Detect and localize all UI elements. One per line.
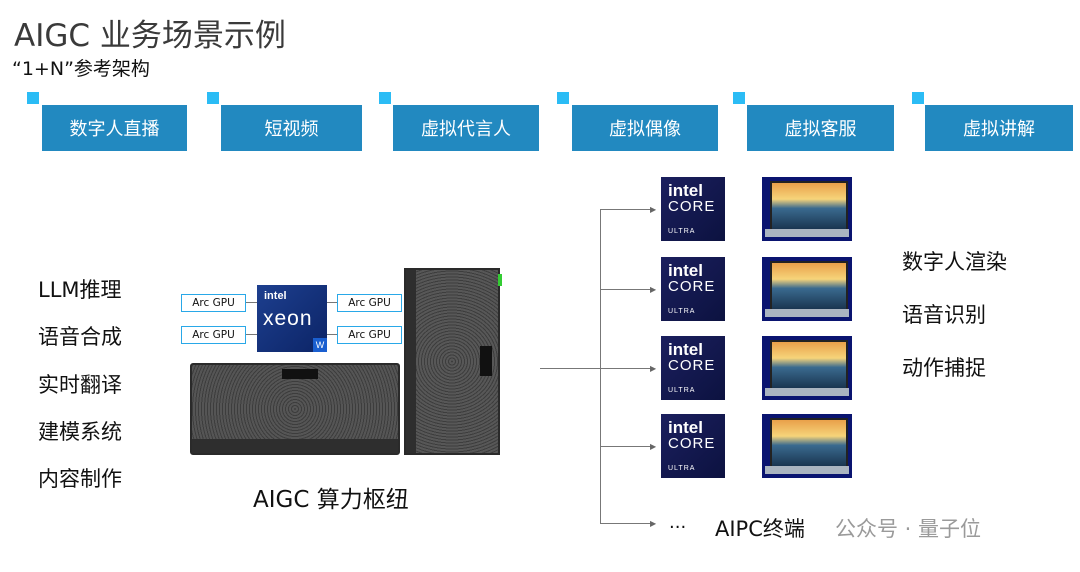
client-label: AIPC终端 — [715, 517, 805, 541]
page-title: AIGC 业务场景示例 — [14, 18, 286, 54]
connector — [327, 302, 337, 303]
hub-function: 实时翻译 — [38, 373, 122, 397]
connector — [246, 334, 257, 335]
arrowhead-icon: ▶ — [650, 205, 657, 214]
chip-brand: intel — [668, 418, 703, 437]
chip-tier: ULTRA — [668, 465, 696, 472]
hub-function: LLM推理 — [38, 278, 122, 302]
arrow — [600, 523, 652, 524]
tab-marker — [733, 92, 745, 104]
laptop-image — [762, 257, 852, 321]
connector — [600, 209, 601, 523]
chip-badge: W — [313, 338, 327, 352]
hub-function: 语音合成 — [38, 325, 122, 349]
chip-name: CORE — [668, 357, 716, 374]
rack-server-image — [190, 363, 400, 455]
chip-tier: ULTRA — [668, 308, 696, 315]
chip-name: CORE — [668, 435, 716, 452]
handle — [480, 346, 492, 376]
arc-gpu-box: Arc GPU — [181, 294, 246, 312]
arrowhead-icon: ▶ — [650, 519, 657, 528]
handle — [282, 369, 318, 379]
chip-brand: intel — [264, 290, 287, 302]
client-function: 数字人渲染 — [902, 250, 1007, 274]
tab-marker — [557, 92, 569, 104]
hub-label: AIGC 算力枢纽 — [253, 487, 409, 513]
scenario-tab: 数字人直播 — [42, 105, 187, 151]
laptop-image — [762, 414, 852, 478]
chip-name: CORE — [668, 198, 716, 215]
front-strip — [406, 270, 416, 453]
watermark: 公众号 · 量子位 — [835, 517, 982, 541]
arrowhead-icon: ▶ — [650, 442, 657, 451]
arrow — [600, 446, 652, 447]
hub-function: 建模系统 — [38, 420, 122, 444]
tab-marker — [379, 92, 391, 104]
arrow — [600, 209, 652, 210]
scenario-tab: 短视频 — [221, 105, 362, 151]
connector — [540, 368, 600, 369]
arrowhead-icon: ▶ — [650, 364, 657, 373]
client-function: 动作捕捉 — [902, 356, 986, 380]
arrow — [600, 289, 652, 290]
connector — [246, 302, 257, 303]
scenario-tab: 虚拟偶像 — [572, 105, 718, 151]
laptop-image — [762, 336, 852, 400]
chip-name: xeon — [263, 307, 313, 330]
chip-brand: intel — [668, 181, 703, 200]
chip-brand: intel — [668, 340, 703, 359]
arc-gpu-box: Arc GPU — [337, 294, 402, 312]
chip-tier: ULTRA — [668, 387, 696, 394]
laptop-image — [762, 177, 852, 241]
page-subtitle: “1+N”参考架构 — [12, 58, 150, 80]
tab-marker — [27, 92, 39, 104]
tab-marker — [207, 92, 219, 104]
connector — [327, 334, 337, 335]
chip-brand: intel — [668, 261, 703, 280]
arc-gpu-box: Arc GPU — [337, 326, 402, 344]
tab-marker — [912, 92, 924, 104]
scenario-tab: 虚拟代言人 — [393, 105, 539, 151]
front-panel — [192, 439, 398, 453]
chip-name: CORE — [668, 278, 716, 295]
tower-server-image — [404, 268, 502, 455]
ellipsis: ... — [669, 512, 687, 533]
hub-function: 内容制作 — [38, 467, 122, 491]
scenario-tab: 虚拟讲解 — [925, 105, 1073, 151]
arrow — [600, 368, 652, 369]
arrowhead-icon: ▶ — [650, 285, 657, 294]
arc-gpu-box: Arc GPU — [181, 326, 246, 344]
chip-tier: ULTRA — [668, 228, 696, 235]
status-led — [498, 274, 502, 286]
xeon-chip-logo: intel xeon W — [257, 285, 327, 352]
scenario-tab: 虚拟客服 — [747, 105, 894, 151]
client-function: 语音识别 — [902, 303, 986, 327]
